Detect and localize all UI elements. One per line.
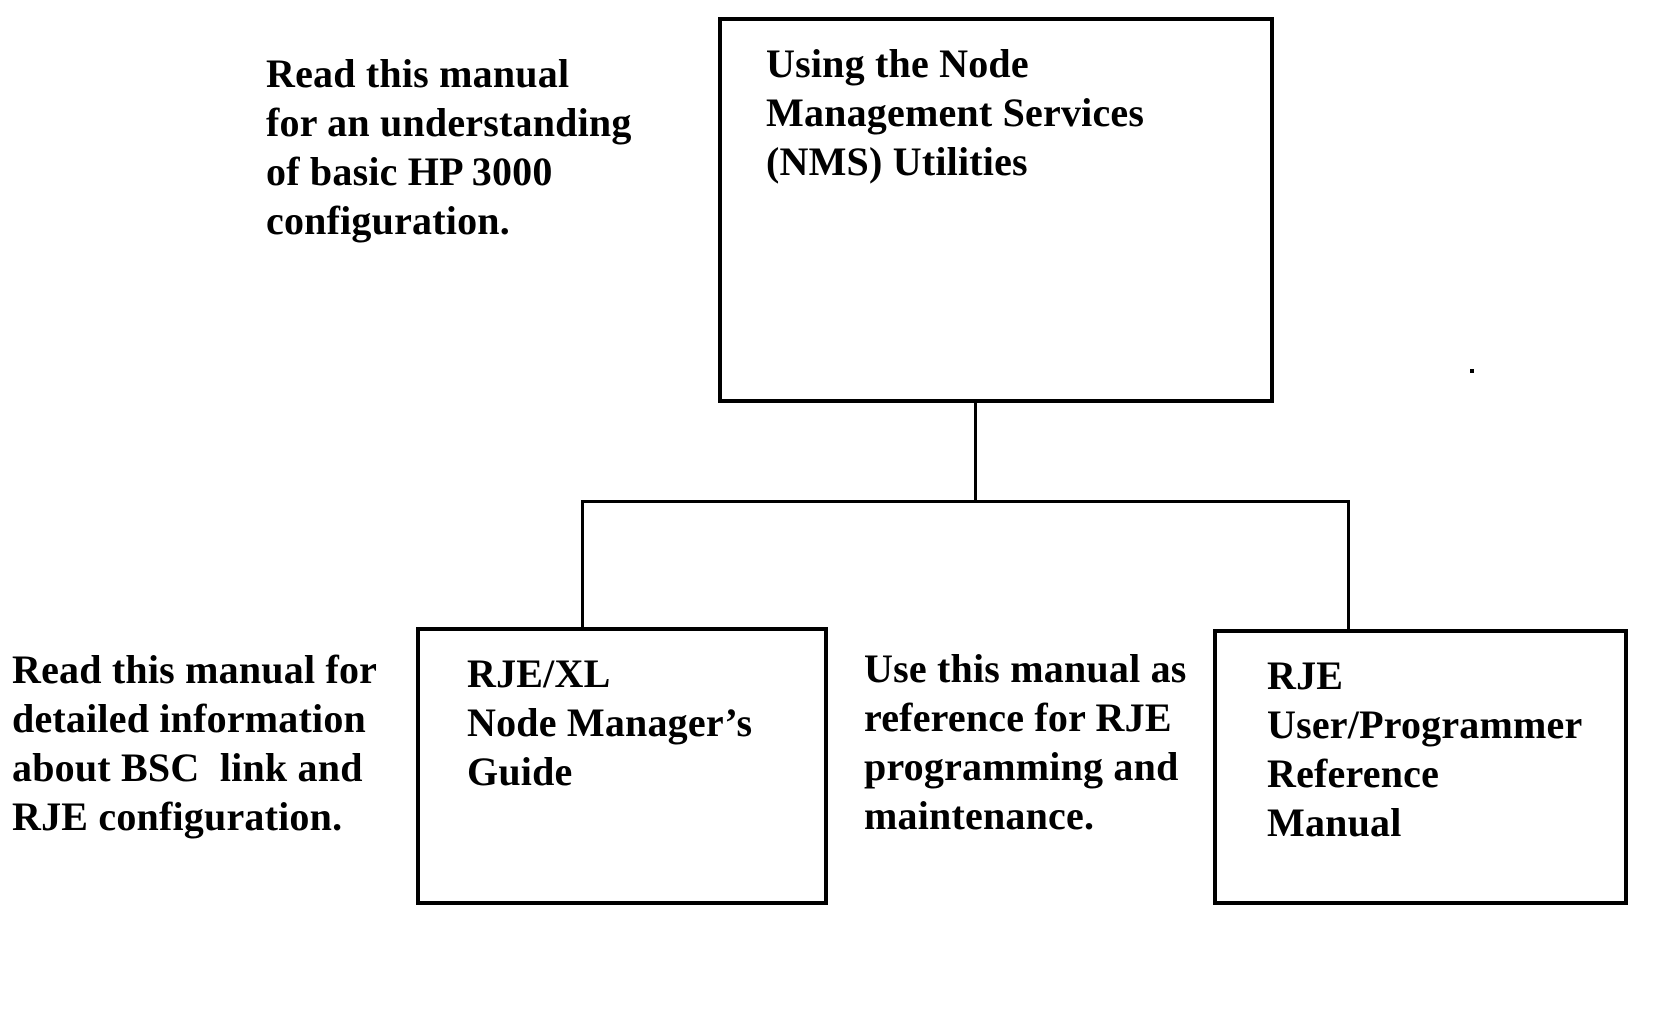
connector-left-drop-line — [581, 500, 584, 630]
scan-artifact-dot — [1470, 369, 1474, 373]
note-basic-configuration: Read this manual for an understanding of… — [266, 51, 632, 243]
box-rje-xl-node-managers-guide: RJE/XL Node Manager’s Guide — [416, 627, 828, 905]
box-rje-xl-node-managers-guide-title: RJE/XL Node Manager’s Guide — [467, 651, 753, 794]
note-rje-programming-reference: Use this manual as reference for RJE pro… — [864, 646, 1187, 838]
connector-right-drop-line — [1347, 500, 1350, 632]
connector-crossbar-line — [581, 500, 1350, 503]
box-nms-utilities-title: Using the Node Management Services (NMS)… — [766, 41, 1145, 184]
box-rje-user-programmer-reference-title: RJE User/Programmer Reference Manual — [1267, 653, 1583, 845]
connector-trunk-line — [974, 400, 977, 502]
note-bsc-rje-configuration: Read this manual for detailed informatio… — [12, 647, 378, 839]
box-rje-user-programmer-reference: RJE User/Programmer Reference Manual — [1213, 629, 1628, 905]
box-nms-utilities: Using the Node Management Services (NMS)… — [718, 17, 1274, 403]
